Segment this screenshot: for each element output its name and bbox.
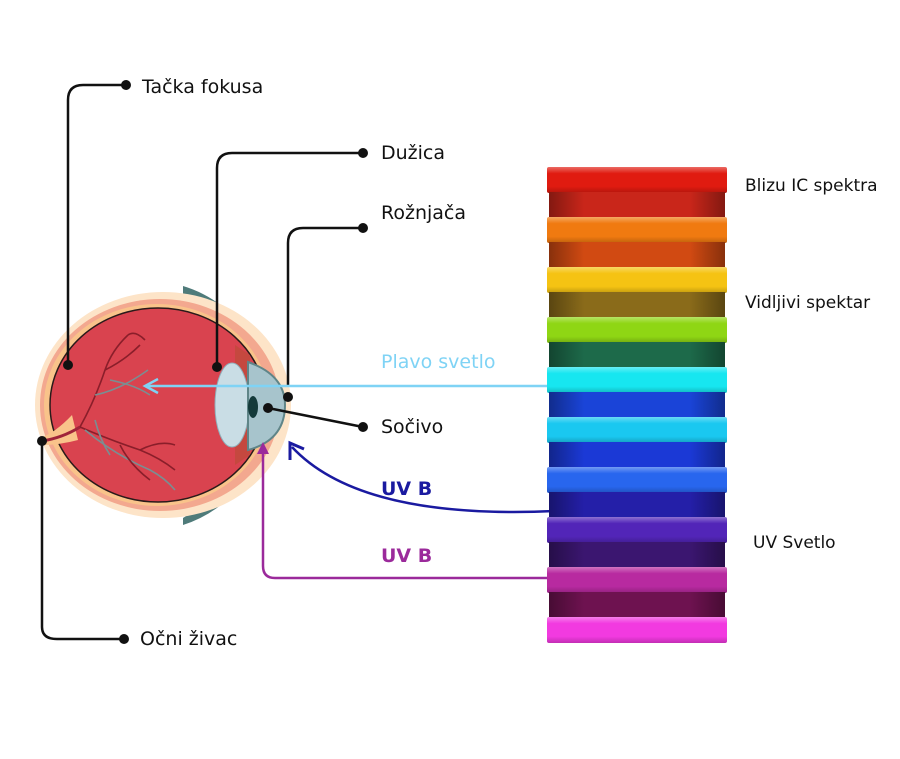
spectrum-band-indigo [549, 492, 725, 518]
dot-focus-point-eye [63, 360, 73, 370]
label-uv: UV Svetlo [753, 533, 836, 553]
spectrum-band-red-dark [549, 192, 725, 218]
dot-optic-nerve [119, 634, 129, 644]
dot-lens [358, 422, 368, 432]
dot-lens-eye [263, 403, 273, 413]
spectrum-band-orange-dark [549, 242, 725, 268]
dot-cornea [358, 223, 368, 233]
uvb-arrow-2 [257, 442, 555, 580]
spectrum-band-green [547, 317, 727, 343]
leader-cornea [286, 226, 363, 387]
spectrum-band-pink [547, 617, 727, 643]
label-blue-light: Plavo svetlo [381, 351, 496, 373]
pupil [248, 396, 258, 418]
spectrum-band-violet [547, 517, 727, 543]
label-optic-nerve: Očni živac [140, 628, 238, 650]
retina-vessels [79, 332, 176, 491]
label-uvb-2: UV B [381, 545, 433, 567]
leader-focus-point [66, 83, 126, 365]
label-lens: Sočivo [381, 416, 444, 438]
spectrum-band-yellow [547, 267, 727, 293]
spectrum-band-blue [549, 392, 725, 418]
dot-cornea-eye [283, 392, 293, 402]
dot-optic-nerve-eye [37, 436, 47, 446]
label-iris: Dužica [381, 142, 446, 164]
spectrum-band-olive [549, 292, 725, 318]
dot-focus-point [121, 80, 131, 90]
spectrum-band-dark-magenta [549, 592, 725, 618]
blue-light-arrow [142, 377, 555, 395]
spectrum-band-cyan [547, 367, 727, 393]
spectrum-band-magenta [547, 567, 727, 593]
spectrum-band-dark-green [549, 342, 725, 368]
spectrum-band-red [547, 167, 727, 193]
spectrum-band-dark-violet [549, 542, 725, 568]
spectrum-band-light-cyan [547, 417, 727, 443]
spectrum-band-orange [547, 217, 727, 243]
leader-lines [40, 83, 364, 641]
optic-nerve-shape [40, 415, 78, 445]
label-uvb-1: UV B [381, 478, 433, 500]
label-cornea: Rožnjača [381, 202, 466, 224]
lens-shape [214, 362, 250, 448]
dot-iris [358, 148, 368, 158]
label-focus-point: Tačka fokusa [142, 76, 264, 98]
spectrum-band-blue-2 [549, 442, 725, 468]
leader-dots [37, 80, 368, 644]
leader-iris [215, 151, 363, 367]
label-near-ir: Blizu IC spektra [745, 176, 878, 196]
leader-optic-nerve [40, 441, 124, 641]
uvb-arrow-1 [288, 440, 556, 514]
eye-illustration [35, 286, 291, 525]
label-visible: Vidljivi spektar [745, 293, 871, 313]
dot-iris-eye [212, 362, 222, 372]
spectrum-band-azure [547, 467, 727, 493]
leader-lens [267, 406, 364, 429]
